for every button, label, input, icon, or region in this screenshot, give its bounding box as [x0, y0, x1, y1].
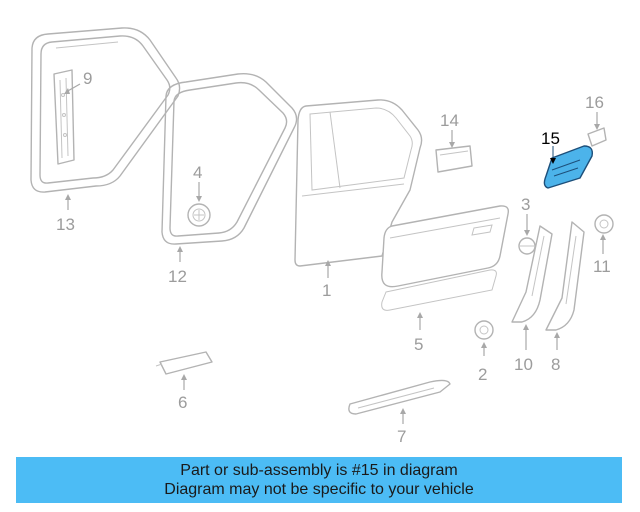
part-3-clip[interactable] — [518, 237, 536, 255]
callout-9: 9 — [83, 69, 92, 88]
callout-4: 4 — [193, 163, 202, 182]
banner-line-1: Part or sub-assembly is #15 in diagram — [180, 462, 458, 479]
part-13-front-door-weatherstrip[interactable] — [30, 27, 181, 193]
parts-diagram: 1 2 3 4 5 6 7 8 9 10 11 12 13 14 15 16 — [30, 27, 614, 446]
callout-15: 15 — [541, 129, 560, 148]
banner-line-2: Diagram may not be specific to your vehi… — [164, 481, 474, 498]
part-1-rear-door-shell[interactable] — [294, 99, 423, 267]
callout-14: 14 — [440, 111, 459, 130]
part-14-pad[interactable] — [435, 145, 473, 173]
callout-5: 5 — [414, 335, 423, 354]
part-15-highlighted[interactable] — [543, 145, 594, 189]
callout-3: 3 — [521, 195, 530, 214]
callout-1: 1 — [322, 281, 331, 300]
callout-11: 11 — [593, 257, 611, 276]
leader-lines — [64, 83, 606, 424]
callout-6: 6 — [178, 393, 187, 412]
callout-2: 2 — [478, 365, 487, 384]
part-16-clip[interactable] — [587, 127, 607, 147]
info-banner: Part or sub-assembly is #15 in diagram D… — [16, 457, 622, 503]
part-11-fastener[interactable] — [594, 214, 614, 234]
part-7-rocker-moulding[interactable] — [348, 379, 451, 415]
callout-13: 13 — [56, 215, 75, 234]
callout-16: 16 — [585, 93, 604, 112]
callout-10: 10 — [514, 355, 533, 374]
part-12-rear-door-weatherstrip[interactable] — [161, 72, 298, 245]
part-4-plug[interactable] — [187, 203, 211, 227]
part-10-moulding[interactable] — [511, 225, 553, 323]
part-9-glass-run-channel[interactable] — [53, 69, 75, 165]
callout-7: 7 — [397, 427, 406, 446]
callout-8: 8 — [551, 355, 560, 374]
part-8-moulding[interactable] — [545, 221, 585, 331]
part-6-bracket[interactable] — [155, 351, 213, 375]
part-5-door-outer-panel[interactable] — [381, 205, 510, 311]
part-2-clip[interactable] — [474, 320, 494, 340]
callout-12: 12 — [168, 267, 187, 286]
